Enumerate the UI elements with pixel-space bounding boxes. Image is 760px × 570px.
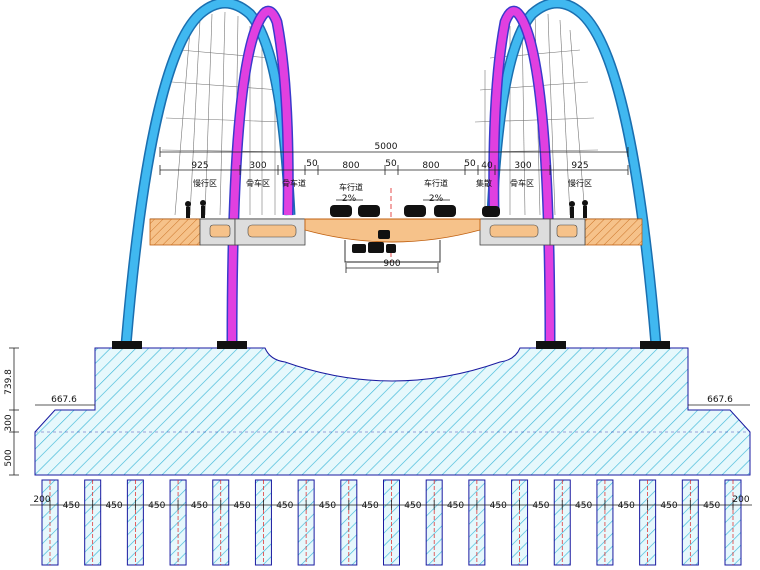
deck-dim-6: 800 [422,161,439,171]
box-width-label: 900 [383,259,400,269]
pile-spacing-label: 450 [703,501,720,511]
zone-bike-left: 骨车区 [246,178,270,188]
zone-bike-right: 集散 [476,178,492,188]
zone-bike-left-2: 骨车道 [282,178,306,188]
pile-edge-offset-right: 200 [732,495,749,505]
inner-arch-ribs [226,5,556,346]
pile-spacing-label: 450 [618,501,635,511]
deck-dim-2: 300 [249,161,266,171]
pile-spacing-label: 450 [404,501,421,511]
pile-cap [34,347,751,476]
pile-spacing-label: 450 [148,501,165,511]
zone-lane-right: 车行道 [424,178,448,188]
height-dim-2: 300 [4,414,14,431]
bearings [112,341,670,349]
overall-width-label: 5000 [375,142,398,152]
pile-edge-offset-left: 200 [33,495,50,505]
pile-spacing-label: 450 [234,501,251,511]
pile-spacing-dims: 200 200 450 450 450 450 450 450 450 450 450 450 45… [30,495,752,511]
foundation-height-dims: 739.8 300 500 [4,347,19,476]
deck-dim-8: 40 [481,161,493,171]
piles [41,479,742,566]
deck-dim-9: 300 [514,161,531,171]
outer-arch-ribs [120,0,662,346]
pile-spacing-label: 450 [575,501,592,511]
pile-spacing-label: 450 [105,501,122,511]
slope-right: 2% [429,194,444,204]
zone-sidewalk-right: 慢行区 [568,178,592,188]
deck-dim-3: 50 [306,159,318,169]
zone-sidewalk-left: 慢行区 [193,178,217,188]
zone-lane-left: 车行道 [339,182,363,192]
pile-spacing-label: 450 [319,501,336,511]
pile-spacing-label: 450 [660,501,677,511]
vehicle-icons [330,205,500,253]
side-width-right: 667.6 [707,395,733,405]
pile-spacing-label: 450 [447,501,464,511]
bridge-deck: 5000 925 300 50 800 50 800 50 40 300 925… [149,142,643,273]
right-inner-arch [489,7,554,346]
deck-dim-4: 800 [342,161,359,171]
pile-spacing-label: 450 [276,501,293,511]
side-width-left: 667.6 [51,395,77,405]
deck-dimension-ticks [159,165,629,175]
side-width-dims: 667.6 667.6 [35,395,750,406]
pile-spacing-label: 450 [532,501,549,511]
pile-spacing-label: 450 [63,501,80,511]
pile-spacing-label: 450 [362,501,379,511]
height-dim-1: 739.8 [4,369,14,395]
left-inner-arch [228,7,293,346]
right-outer-arch [488,0,660,346]
deck-dim-7: 50 [464,159,476,169]
left-outer-arch [122,0,294,346]
height-dim-3: 500 [4,449,14,466]
pile-spacing-label: 450 [490,501,507,511]
deck-dim-1: 925 [191,161,208,171]
deck-dim-10: 925 [571,161,588,171]
deck-dim-5: 50 [385,159,397,169]
pedestrian-icons [185,200,588,218]
zone-bike-right-2: 骨车区 [510,178,534,188]
pile-spacing-label: 450 [191,501,208,511]
slope-left: 2% [342,194,357,204]
